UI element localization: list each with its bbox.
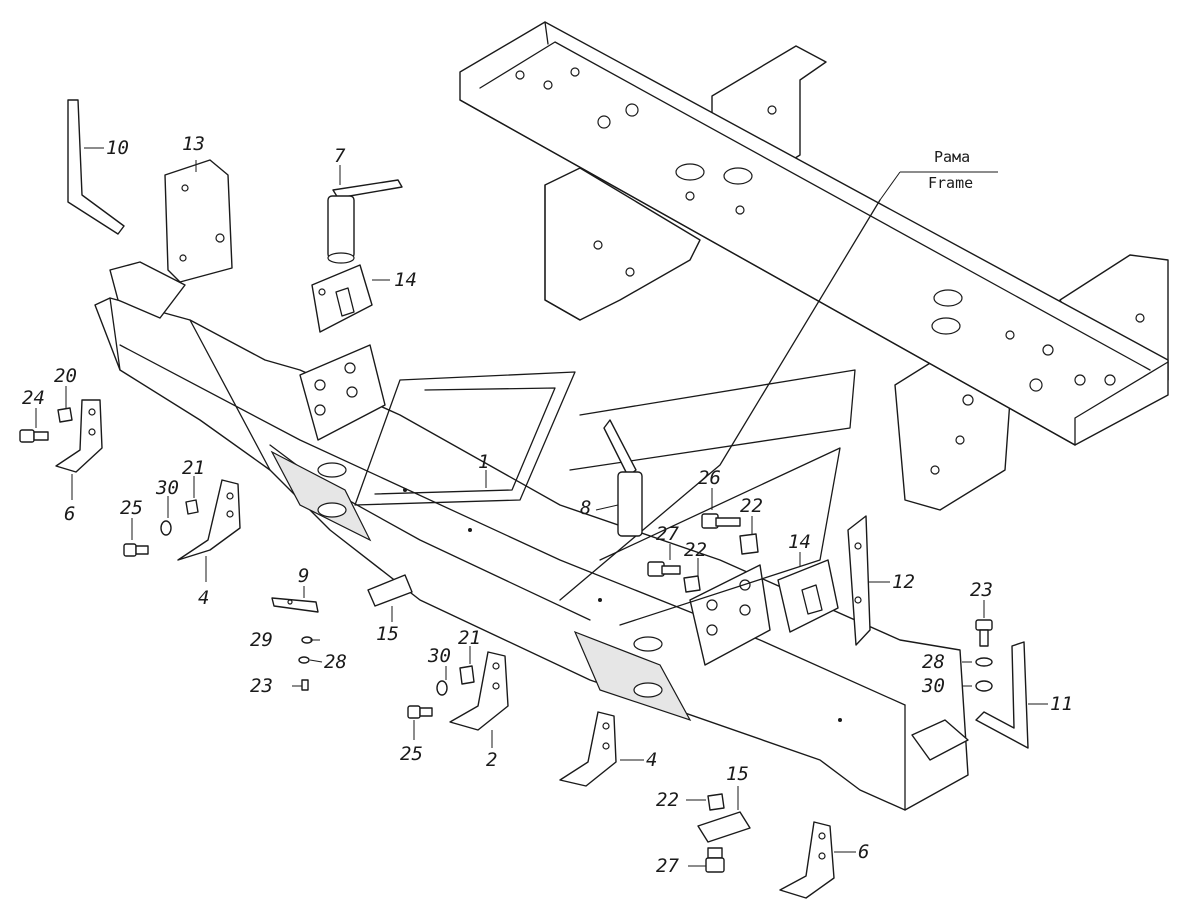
callout-7: 7: [334, 145, 346, 167]
leader-lines: [35, 147, 1048, 867]
callout-30-mid: 30: [427, 645, 451, 667]
callout-30-right: 30: [921, 675, 945, 697]
callout-labels: Рама Frame 10 13 7 14 20 24 6 21 30 25 4…: [22, 133, 1073, 877]
part-24-bolt: [19, 429, 49, 443]
part-26-bolt: [701, 513, 741, 529]
callout-22-upper: 22: [740, 495, 763, 517]
part-4-bracket-left: [177, 479, 241, 561]
callout-28-left: 28: [324, 651, 347, 673]
part-6-bracket-lower: [779, 821, 835, 899]
callout-25-left: 25: [120, 497, 143, 519]
callout-14-right: 14: [788, 531, 811, 553]
part-23-screw-left: [301, 679, 309, 691]
frame-label-ru: Рама: [934, 148, 970, 166]
callout-27-upper: 27: [656, 523, 679, 545]
callout-14-top: 14: [394, 269, 417, 291]
part-22-nut-lower: [707, 793, 725, 811]
callout-8: 8: [580, 497, 591, 519]
part-23-screw-right: [975, 619, 993, 647]
part-30-washer-mid: [436, 680, 448, 696]
callout-28-right: 28: [922, 651, 945, 673]
callout-20: 20: [54, 365, 77, 387]
part-13-plate: [164, 159, 233, 283]
callout-10: 10: [106, 137, 129, 159]
part-28-washer-right: [975, 657, 993, 667]
callout-12: 12: [892, 571, 915, 593]
callout-4-left: 4: [198, 587, 209, 609]
part-6-bracket-left: [55, 399, 103, 473]
callout-22-mid: 22: [684, 539, 707, 561]
callout-2: 2: [486, 749, 497, 771]
part-15-plate-mid: [367, 574, 413, 607]
callout-13: 13: [182, 133, 205, 155]
part-8-pin: [603, 419, 643, 537]
part-30-washer-right: [975, 680, 993, 692]
part-14-plate-right: [777, 559, 839, 633]
part-21-nut-left: [185, 499, 199, 515]
callout-23-right: 23: [970, 579, 993, 601]
part-14-plate-top: [311, 264, 373, 333]
part-27-bolt-upper: [647, 561, 681, 577]
callout-23-left: 23: [250, 675, 273, 697]
bumper-beam: [94, 261, 969, 811]
part-12-bracket: [847, 515, 871, 646]
part-15-plate-lower: [697, 811, 751, 843]
callout-1: 1: [478, 451, 489, 473]
callout-4-lower: 4: [646, 749, 657, 771]
part-2-bracket: [449, 651, 509, 731]
part-21-nut-mid: [459, 665, 475, 685]
part-30-washer-left: [160, 520, 172, 536]
callout-11: 11: [1050, 693, 1073, 715]
part-9-clip: [271, 597, 319, 613]
callout-30-left: 30: [155, 477, 179, 499]
frame-label-en: Frame: [928, 174, 973, 192]
part-25-bolt-mid: [407, 705, 433, 719]
part-7-pin: [327, 179, 403, 264]
callout-26: 26: [698, 467, 721, 489]
callout-24: 24: [22, 387, 45, 409]
callout-6-left: 6: [64, 503, 75, 525]
callout-29: 29: [250, 629, 273, 651]
callout-15-mid: 15: [376, 623, 399, 645]
part-25-bolt-left: [123, 543, 149, 557]
part-28-washer-left: [298, 656, 310, 664]
callout-27-lower: 27: [656, 855, 679, 877]
callout-9: 9: [298, 565, 309, 587]
callout-21-mid: 21: [458, 627, 481, 649]
frame-holes: [515, 67, 1145, 475]
part-11-bracket: [975, 641, 1029, 749]
part-27-bolt-lower: [705, 847, 725, 873]
callout-6-lower: 6: [858, 841, 869, 863]
part-20-nut: [57, 407, 73, 423]
part-22-nut-mid: [683, 575, 701, 593]
part-22-nut-upper: [739, 533, 759, 555]
overlay-strokes: [354, 199, 881, 626]
part-4-bracket-lower: [559, 711, 617, 787]
callout-15-lower: 15: [726, 763, 749, 785]
callout-22-lower: 22: [656, 789, 679, 811]
callout-25-mid: 25: [400, 743, 423, 765]
callout-21-left: 21: [182, 457, 205, 479]
vehicle-frame: [459, 21, 1169, 511]
part-10-bracket: [67, 99, 125, 235]
